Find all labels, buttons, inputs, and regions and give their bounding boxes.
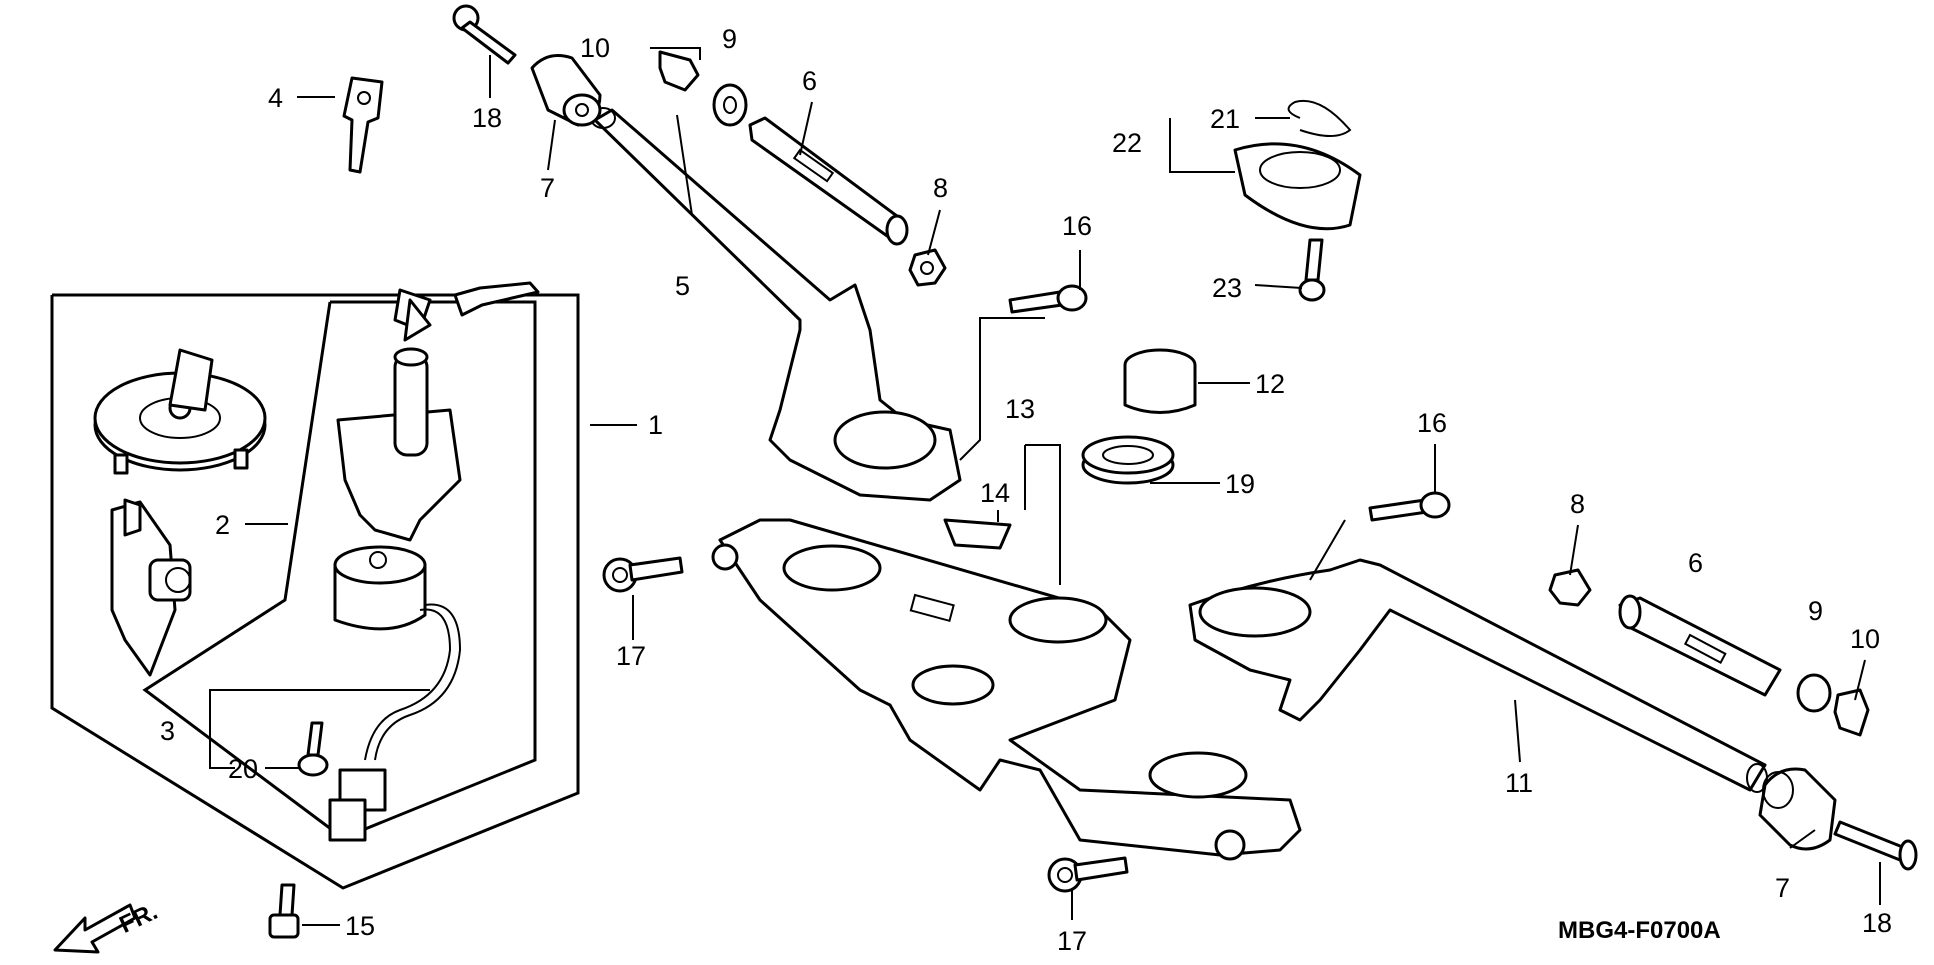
bolt-upper-right: [1368, 491, 1451, 522]
callout-12: 12: [1255, 369, 1285, 399]
screw-left-top: [452, 4, 517, 65]
callout-10-right: 10: [1850, 624, 1880, 654]
pad-14: [943, 518, 1012, 550]
callout-3: 3: [160, 716, 175, 746]
callout-15: 15: [345, 911, 375, 941]
leader-16-right: [1309, 519, 1346, 581]
callout-10-left: 10: [580, 33, 610, 63]
callout-22: 22: [1112, 128, 1142, 158]
top-bridge: [711, 518, 1302, 861]
collar-right: [1796, 673, 1832, 713]
inner-weight-left: [748, 116, 909, 246]
screw-20: [297, 721, 329, 777]
key: [342, 76, 384, 174]
callout-1: 1: [648, 410, 663, 440]
callout-17-left: 17: [616, 641, 646, 671]
right-handlebar: [1188, 558, 1768, 793]
callout-18-right: 18: [1862, 908, 1892, 938]
callout-11: 11: [1505, 768, 1533, 798]
callout-4: 4: [268, 83, 283, 113]
bolt-15: [268, 883, 300, 939]
clip-left: [658, 50, 700, 92]
callout-14: 14: [980, 478, 1010, 508]
damper-12: [1123, 348, 1197, 414]
bar-end-weight-left: [530, 54, 602, 127]
callout-16-right: 16: [1417, 408, 1447, 438]
inner-weight-right: [1618, 594, 1782, 697]
ignition-switch: [336, 281, 540, 542]
front-arrow-icon: [53, 903, 137, 954]
callout-20: 20: [228, 754, 258, 784]
nut-right: [1548, 568, 1592, 607]
leader-16-left: [959, 317, 1045, 461]
callout-9-right: 9: [1808, 596, 1823, 626]
bolt-upper-left: [1008, 284, 1088, 314]
callout-16-left: 16: [1062, 211, 1092, 241]
callout-23: 23: [1212, 273, 1242, 303]
collar-left: [712, 83, 748, 127]
callout-9-left: 9: [722, 24, 737, 54]
seat-lock: [110, 498, 192, 677]
callout-2: 2: [215, 510, 230, 540]
callout-18-left: 18: [472, 103, 502, 133]
callout-6-left: 6: [802, 66, 817, 96]
front-indicator-label: FR.: [115, 898, 161, 939]
callout-6-right: 6: [1688, 548, 1703, 578]
callout-8-left: 8: [933, 173, 948, 203]
lock-cylinder-wire: [328, 545, 462, 842]
fuel-cap-lock: [93, 348, 267, 475]
callout-21: 21: [1210, 104, 1240, 134]
leader-lines: [209, 47, 1881, 926]
left-handlebar: [590, 107, 962, 502]
screw-right-bottom: [1833, 820, 1918, 871]
bar-end-weight-right: [1758, 767, 1837, 851]
callout-labels: 1 2 3 4 5 6 6 7 7 8 8 9 9 10 10 11 12 13…: [160, 24, 1892, 956]
clip-right: [1833, 688, 1870, 737]
callout-7-right: 7: [1775, 873, 1790, 903]
stem-nut: [1233, 142, 1362, 231]
diagram-code: MBG4-F0700A: [1558, 917, 1721, 944]
callout-7-left: 7: [540, 173, 555, 203]
callout-5: 5: [675, 271, 690, 301]
bolt-bottom: [1047, 856, 1129, 893]
callout-19: 19: [1225, 469, 1255, 499]
snap-ring: [1287, 99, 1352, 137]
bolt-23: [1298, 238, 1326, 302]
rubber-19: [1081, 435, 1175, 485]
nut-left: [908, 248, 947, 287]
callout-13: 13: [1005, 394, 1035, 424]
bolt-lower-left: [602, 556, 684, 593]
callout-8-right: 8: [1570, 489, 1585, 519]
callout-17-bottom: 17: [1057, 926, 1087, 956]
